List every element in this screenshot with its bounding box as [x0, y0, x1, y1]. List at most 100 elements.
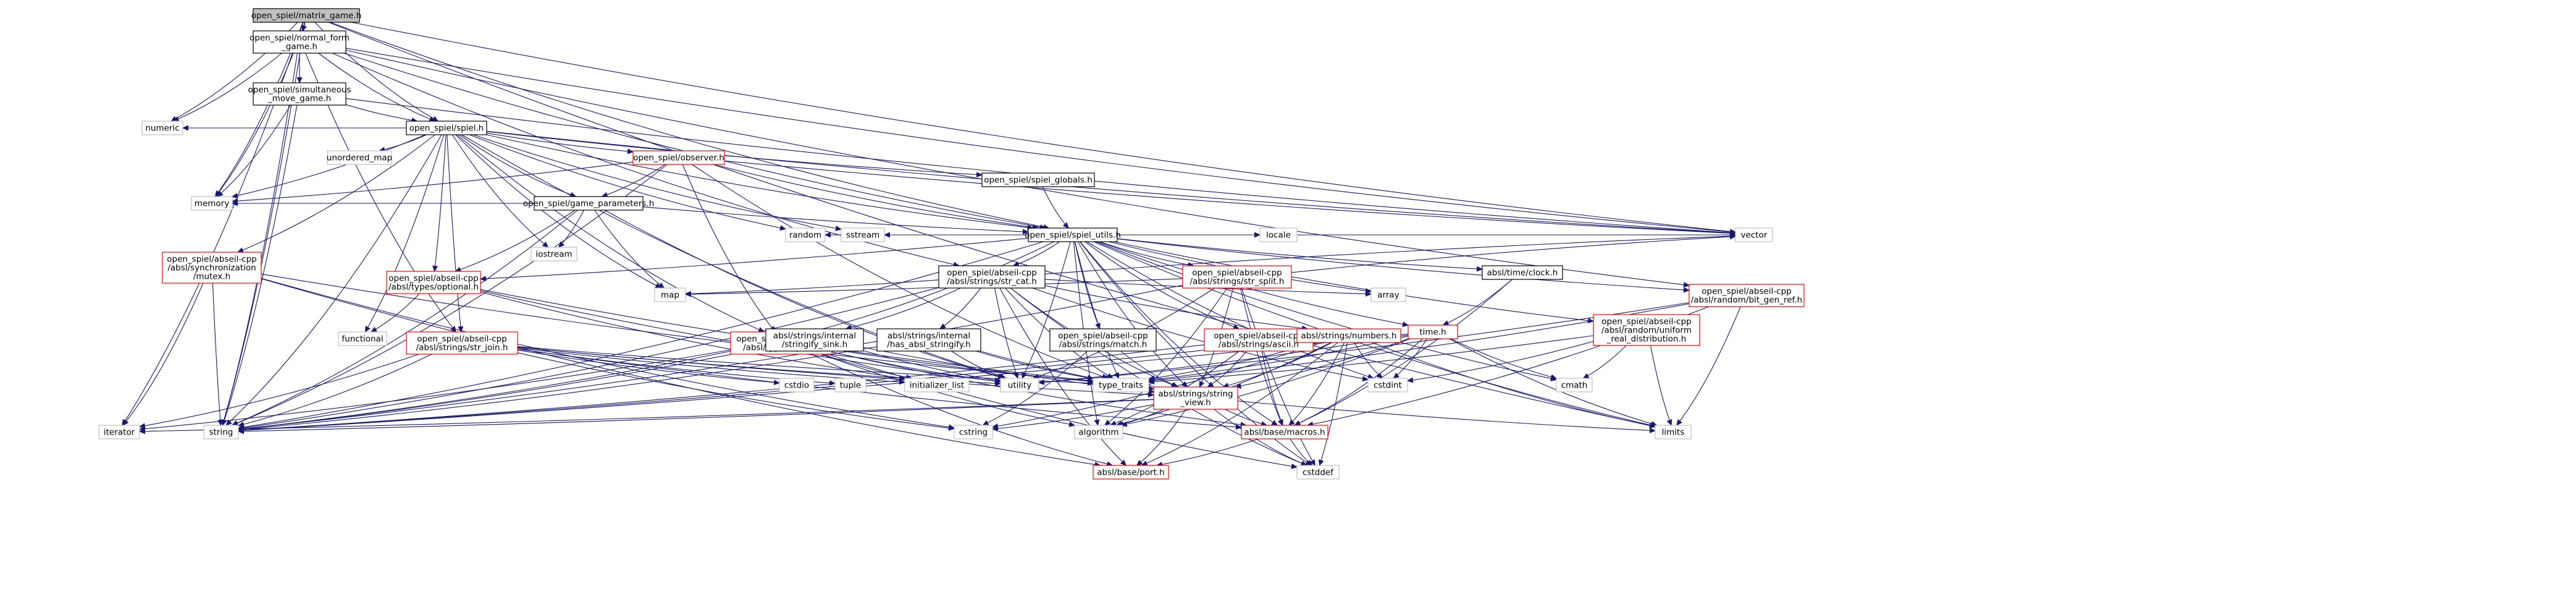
node-cstdint[interactable]: cstdint: [1367, 378, 1408, 392]
edge-strsplit-to-cstddef: [1241, 287, 1315, 465]
node-tuple[interactable]: tuple: [834, 378, 866, 392]
node-strview[interactable]: absl/strings/string_view.h: [1153, 386, 1238, 410]
node-box: [654, 287, 686, 302]
edge-spiel-to-iostream: [451, 134, 548, 247]
node-optional[interactable]: open_spiel/abseil-cpp/absl/types/optiona…: [386, 271, 481, 294]
edge-uniform-to-cstdint: [1408, 341, 1594, 381]
node-smg[interactable]: open_spiel/simultaneous_move_game.h: [248, 82, 351, 106]
edge-spiel-to-utility: [461, 134, 1005, 378]
node-box: [327, 150, 392, 165]
node-strjoin[interactable]: open_spiel/abseil-cpp/absl/strings/str_j…: [406, 331, 518, 355]
edge-sink-to-utility: [863, 350, 1001, 381]
edge-clock-to-macros: [1294, 279, 1512, 425]
edge-stringify-to-string: [238, 346, 878, 430]
node-box: [386, 271, 481, 294]
node-utils[interactable]: open_spiel/spiel_utils.h: [1025, 227, 1121, 242]
node-initializer_list[interactable]: initializer_list: [904, 378, 970, 392]
node-unordered_map[interactable]: unordered_map: [327, 150, 392, 165]
node-label: /absl/strings/ascii.h: [1219, 340, 1299, 350]
node-functional[interactable]: functional: [338, 331, 387, 346]
node-iostream[interactable]: iostream: [531, 247, 577, 261]
edge-spiel-to-strjoin: [447, 134, 461, 332]
node-memory[interactable]: memory: [191, 196, 233, 211]
edge-smg-to-spiel: [345, 104, 417, 121]
node-box: [876, 328, 981, 352]
edge-gparams-to-string: [232, 210, 578, 425]
edge-gparams-to-utils: [642, 206, 1028, 232]
edge-strcat-to-string: [238, 287, 939, 428]
edge-strview-to-macros: [1224, 409, 1267, 425]
node-timeh[interactable]: time.h: [1408, 325, 1458, 339]
edge-timeh-to-type_traits: [1149, 336, 1409, 381]
node-string[interactable]: string: [203, 425, 239, 439]
edge-root-to-vector: [351, 22, 1735, 232]
node-spiel[interactable]: open_spiel/spiel.h: [406, 121, 487, 135]
node-cstdio[interactable]: cstdio: [779, 378, 815, 392]
node-box: [938, 265, 1046, 289]
node-box: [406, 331, 518, 355]
node-label: cstdint: [1374, 381, 1402, 391]
node-sstream[interactable]: sstream: [841, 227, 885, 242]
node-label: /absl/strings/str_split.h: [1190, 277, 1285, 287]
node-strsplit[interactable]: open_spiel/abseil-cpp/absl/strings/str_s…: [1182, 265, 1292, 289]
edge-observer-to-span: [682, 164, 775, 332]
node-box: [98, 425, 140, 439]
node-locale[interactable]: locale: [1259, 227, 1298, 242]
edge-strcat-to-sink: [846, 287, 961, 329]
edge-strsplit-to-map: [686, 278, 1183, 294]
node-algorithm[interactable]: algorithm: [1074, 425, 1123, 439]
node-box: [191, 196, 233, 211]
edge-spiel-to-memory: [232, 134, 426, 197]
node-label: /mutex.h: [193, 272, 230, 282]
node-ascii[interactable]: open_spiel/abseil-cpp/absl/strings/ascii…: [1204, 328, 1314, 352]
node-strcat[interactable]: open_spiel/abseil-cpp/absl/strings/str_c…: [938, 265, 1046, 289]
node-label: open_spiel/abseil-cpp: [1214, 331, 1304, 341]
node-random[interactable]: random: [785, 227, 826, 242]
node-stringify[interactable]: absl/strings/internal/has_absl_stringify…: [876, 328, 981, 352]
node-sink[interactable]: absl/strings/internal/stringify_sink.h: [765, 328, 864, 352]
edge-strcat-to-numbers: [1044, 285, 1307, 329]
node-cmath[interactable]: cmath: [1556, 378, 1593, 392]
node-limits[interactable]: limits: [1655, 425, 1692, 439]
node-gparams[interactable]: open_spiel/game_parameters.h: [523, 196, 655, 211]
node-clock[interactable]: absl/time/clock.h: [1482, 265, 1563, 280]
node-vector[interactable]: vector: [1735, 227, 1773, 242]
edge-utils-to-strcat: [1013, 241, 1060, 266]
edge-optional-to-functional: [371, 293, 420, 332]
node-utility[interactable]: utility: [1000, 378, 1039, 392]
node-observer[interactable]: open_spiel/observer.h: [632, 150, 725, 165]
edge-smg-to-memory: [217, 104, 292, 197]
edge-utils-to-string: [238, 241, 1044, 428]
node-label: open_spiel/matrix_game.h: [251, 11, 361, 21]
node-cstddef[interactable]: cstddef: [1296, 465, 1340, 480]
node-type_traits[interactable]: type_traits: [1093, 378, 1149, 392]
node-globals[interactable]: open_spiel/spiel_globals.h: [981, 172, 1095, 187]
edge-strjoin-to-strview: [517, 347, 1154, 395]
node-box: [1000, 378, 1039, 392]
edge-strsplit-to-algorithm: [1105, 287, 1228, 425]
node-macros[interactable]: absl/base/macros.h: [1241, 425, 1328, 439]
node-box: [203, 425, 239, 439]
edge-span-to-macros: [831, 351, 1246, 426]
node-match[interactable]: open_spiel/abseil-cpp/absl/strings/match…: [1049, 328, 1157, 352]
edge-strview-to-limits: [1237, 401, 1655, 431]
node-numeric[interactable]: numeric: [141, 121, 183, 135]
node-box: [1593, 314, 1700, 346]
node-label: open_spiel/abseil-cpp: [388, 274, 479, 284]
node-mutex[interactable]: open_spiel/abseil-cpp/absl/synchronizati…: [162, 252, 262, 284]
node-box: [1204, 328, 1314, 352]
node-cstring[interactable]: cstring: [954, 425, 993, 439]
node-iterator[interactable]: iterator: [98, 425, 140, 439]
node-label: limits: [1662, 428, 1685, 438]
node-array[interactable]: array: [1370, 287, 1406, 302]
node-map[interactable]: map: [654, 287, 686, 302]
node-uniform[interactable]: open_spiel/abseil-cpp/absl/random/unifor…: [1593, 314, 1700, 346]
node-box: [1482, 265, 1563, 280]
node-label: absl/strings/internal: [887, 331, 970, 341]
node-bitgen[interactable]: open_spiel/abseil-cpp/absl/random/bit_ge…: [1689, 284, 1805, 307]
node-port[interactable]: absl/base/port.h: [1093, 465, 1169, 480]
node-numbers[interactable]: absl/strings/numbers.h: [1296, 328, 1401, 343]
node-box: [406, 121, 487, 135]
node-nfg[interactable]: open_spiel/normal_form_game.h: [250, 30, 350, 54]
